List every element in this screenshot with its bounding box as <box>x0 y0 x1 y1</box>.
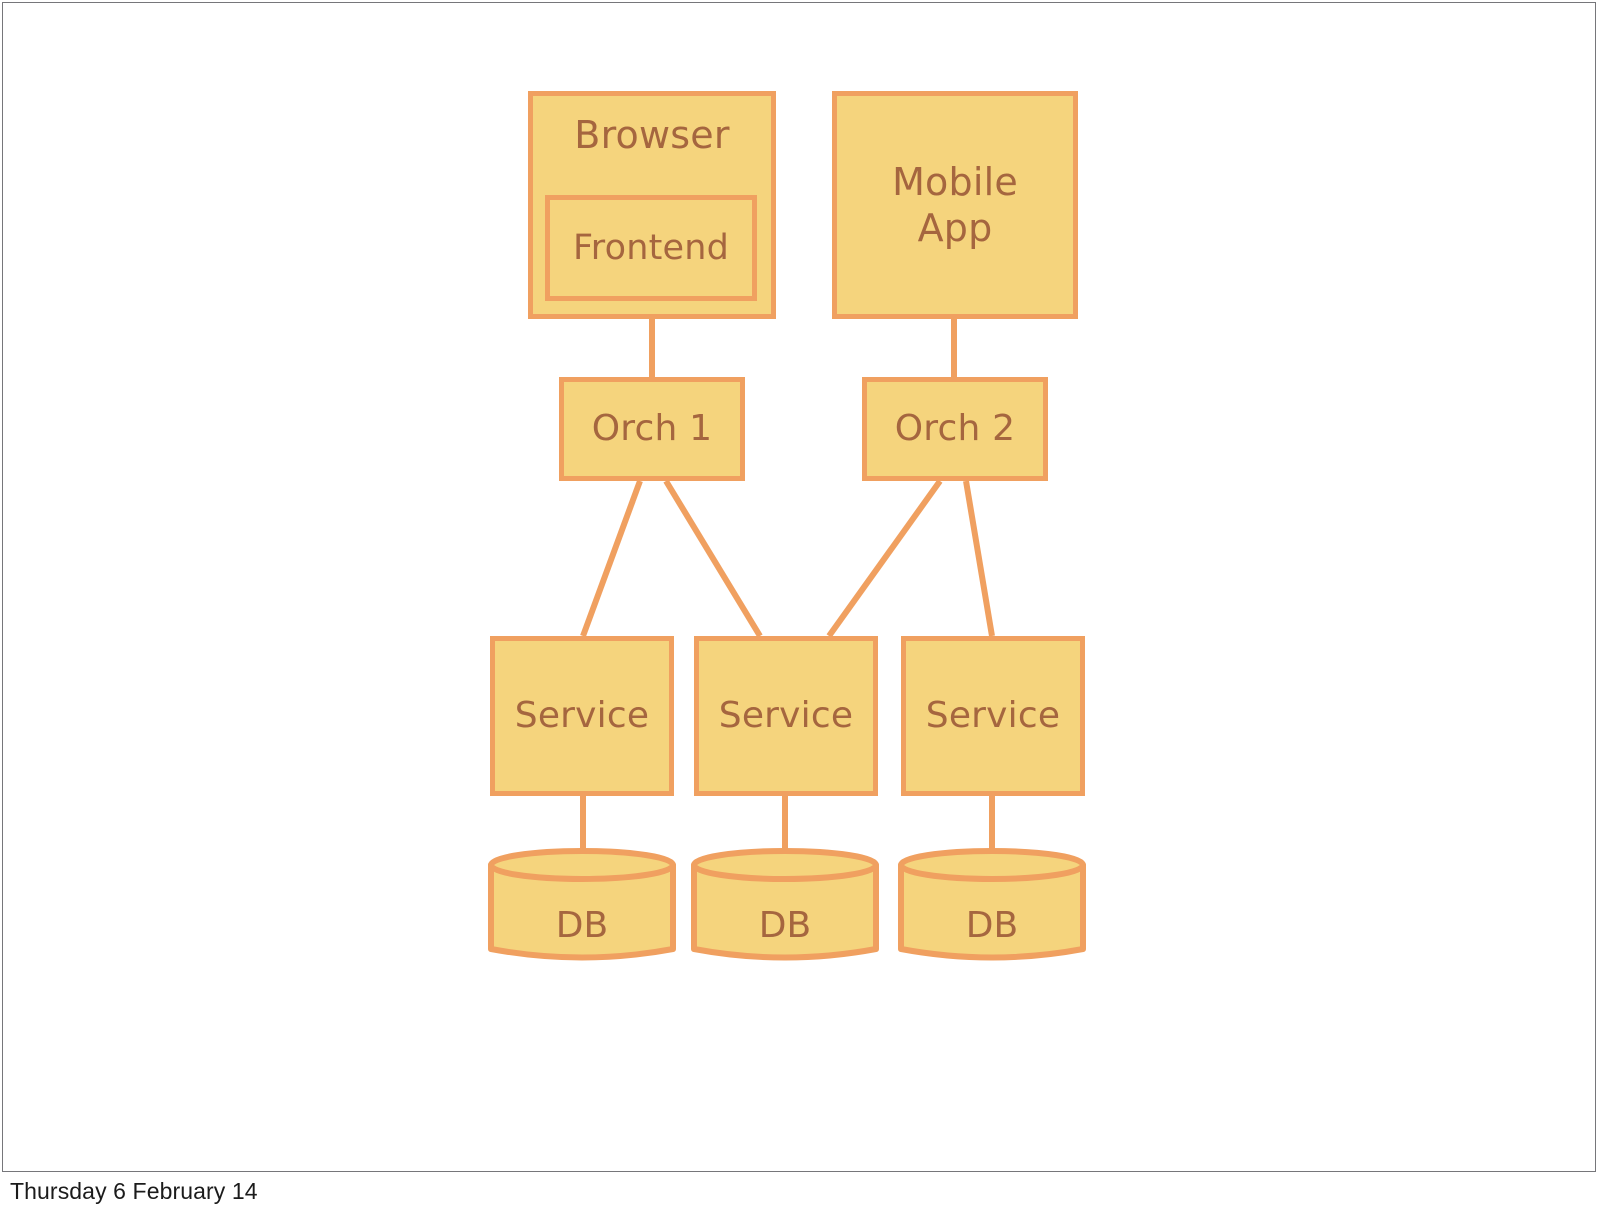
node-mobile-app[interactable]: Mobile App <box>832 91 1078 319</box>
edge-orch-1-to-service-2 <box>663 479 763 638</box>
node-mobile-app-label-line-2: App <box>917 206 993 250</box>
connector-layer <box>580 316 995 865</box>
node-mobile-app-label: Mobile App <box>892 159 1018 252</box>
edge-orch-2-to-service-2 <box>826 479 943 638</box>
edge-orch-1-to-service-1 <box>580 479 643 638</box>
node-service-2[interactable]: Service <box>694 636 878 796</box>
node-mobile-app-label-line-1: Mobile <box>892 159 1018 204</box>
node-orch-2-label: Orch 2 <box>894 408 1016 450</box>
node-frontend-label: Frontend <box>572 227 730 268</box>
diagram-canvas: Browser Frontend Mobile App Orch 1 Orch … <box>3 3 1597 1173</box>
node-db-3[interactable]: DB <box>898 848 1086 966</box>
node-orch-2[interactable]: Orch 2 <box>862 377 1048 481</box>
node-service-3-label: Service <box>925 695 1061 737</box>
node-db-2[interactable]: DB <box>691 848 879 966</box>
slide-content-frame: Browser Frontend Mobile App Orch 1 Orch … <box>2 2 1596 1172</box>
db-2-cylinder-shape <box>691 848 879 961</box>
node-orch-1-label: Orch 1 <box>591 408 713 450</box>
node-browser-label: Browser <box>574 113 730 157</box>
node-db-1[interactable]: DB <box>488 848 676 966</box>
node-service-1[interactable]: Service <box>490 636 674 796</box>
node-service-1-label: Service <box>514 695 650 737</box>
node-orch-1[interactable]: Orch 1 <box>559 377 745 481</box>
slide-footer-date: Thursday 6 February 14 <box>10 1178 258 1204</box>
db-1-cylinder-shape <box>488 848 676 961</box>
node-frontend[interactable]: Frontend <box>545 195 757 301</box>
node-service-3[interactable]: Service <box>901 636 1085 796</box>
node-service-2-label: Service <box>718 695 854 737</box>
edge-orch-2-to-service-3 <box>963 480 995 637</box>
db-3-cylinder-shape <box>898 848 1086 961</box>
